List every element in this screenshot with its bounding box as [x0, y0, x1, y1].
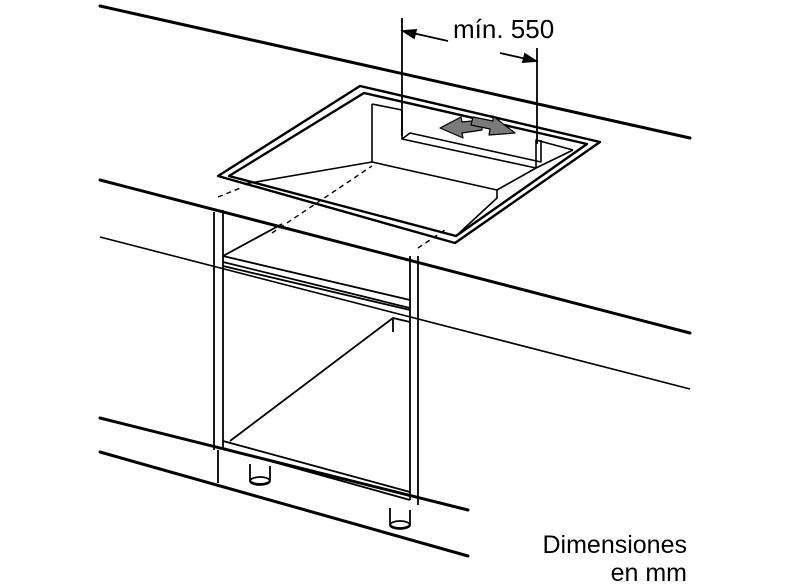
countertop [98, 4, 692, 335]
cutout-cavity [243, 103, 574, 237]
min-clearance-label: mín. 550 [453, 14, 554, 44]
floor-line [98, 450, 470, 558]
cavity-floor-right [535, 149, 574, 169]
units-label-line1: Dimensiones [542, 531, 687, 559]
worktop-back-edge [98, 4, 692, 140]
dimension-arrow-left [400, 29, 418, 40]
cavity-floor-front [455, 190, 498, 237]
cabinet-bottom-inner [222, 447, 411, 501]
worktop-front-face [99, 236, 691, 390]
worktop-front-edge [98, 178, 692, 335]
hidden-edge-center [271, 165, 373, 234]
cabinet-feet [249, 464, 411, 530]
cabinet-top-rail-lower [222, 265, 411, 311]
dimension-min-550 [400, 18, 539, 144]
hidden-edge-left [217, 186, 244, 198]
foot-left [249, 464, 271, 486]
foot-right [389, 508, 411, 530]
plinth [98, 416, 470, 558]
cabinet-top-rail-upper [222, 255, 411, 301]
cabinet-back-panel [229, 317, 411, 442]
cabinet-top-left-depth [222, 223, 283, 257]
plinth-top-edge [98, 416, 470, 512]
cavity-back-wall [371, 103, 574, 169]
cabinet-bottom-front [222, 440, 411, 493]
base-cabinet [213, 210, 419, 505]
hidden-edge-right [417, 227, 449, 249]
cabinet-back-top [222, 261, 411, 309]
arrow-right-icon [470, 115, 516, 136]
cutout-inner-frame [227, 91, 589, 238]
units-label-line2: en mm [611, 559, 687, 587]
hidden-edges [217, 165, 449, 249]
cavity-notch [401, 132, 542, 163]
adjust-arrows [439, 115, 516, 139]
dimension-arrow-right [521, 52, 539, 63]
cavity-floor-left [243, 161, 373, 185]
worktop-underside-edge [99, 236, 691, 390]
